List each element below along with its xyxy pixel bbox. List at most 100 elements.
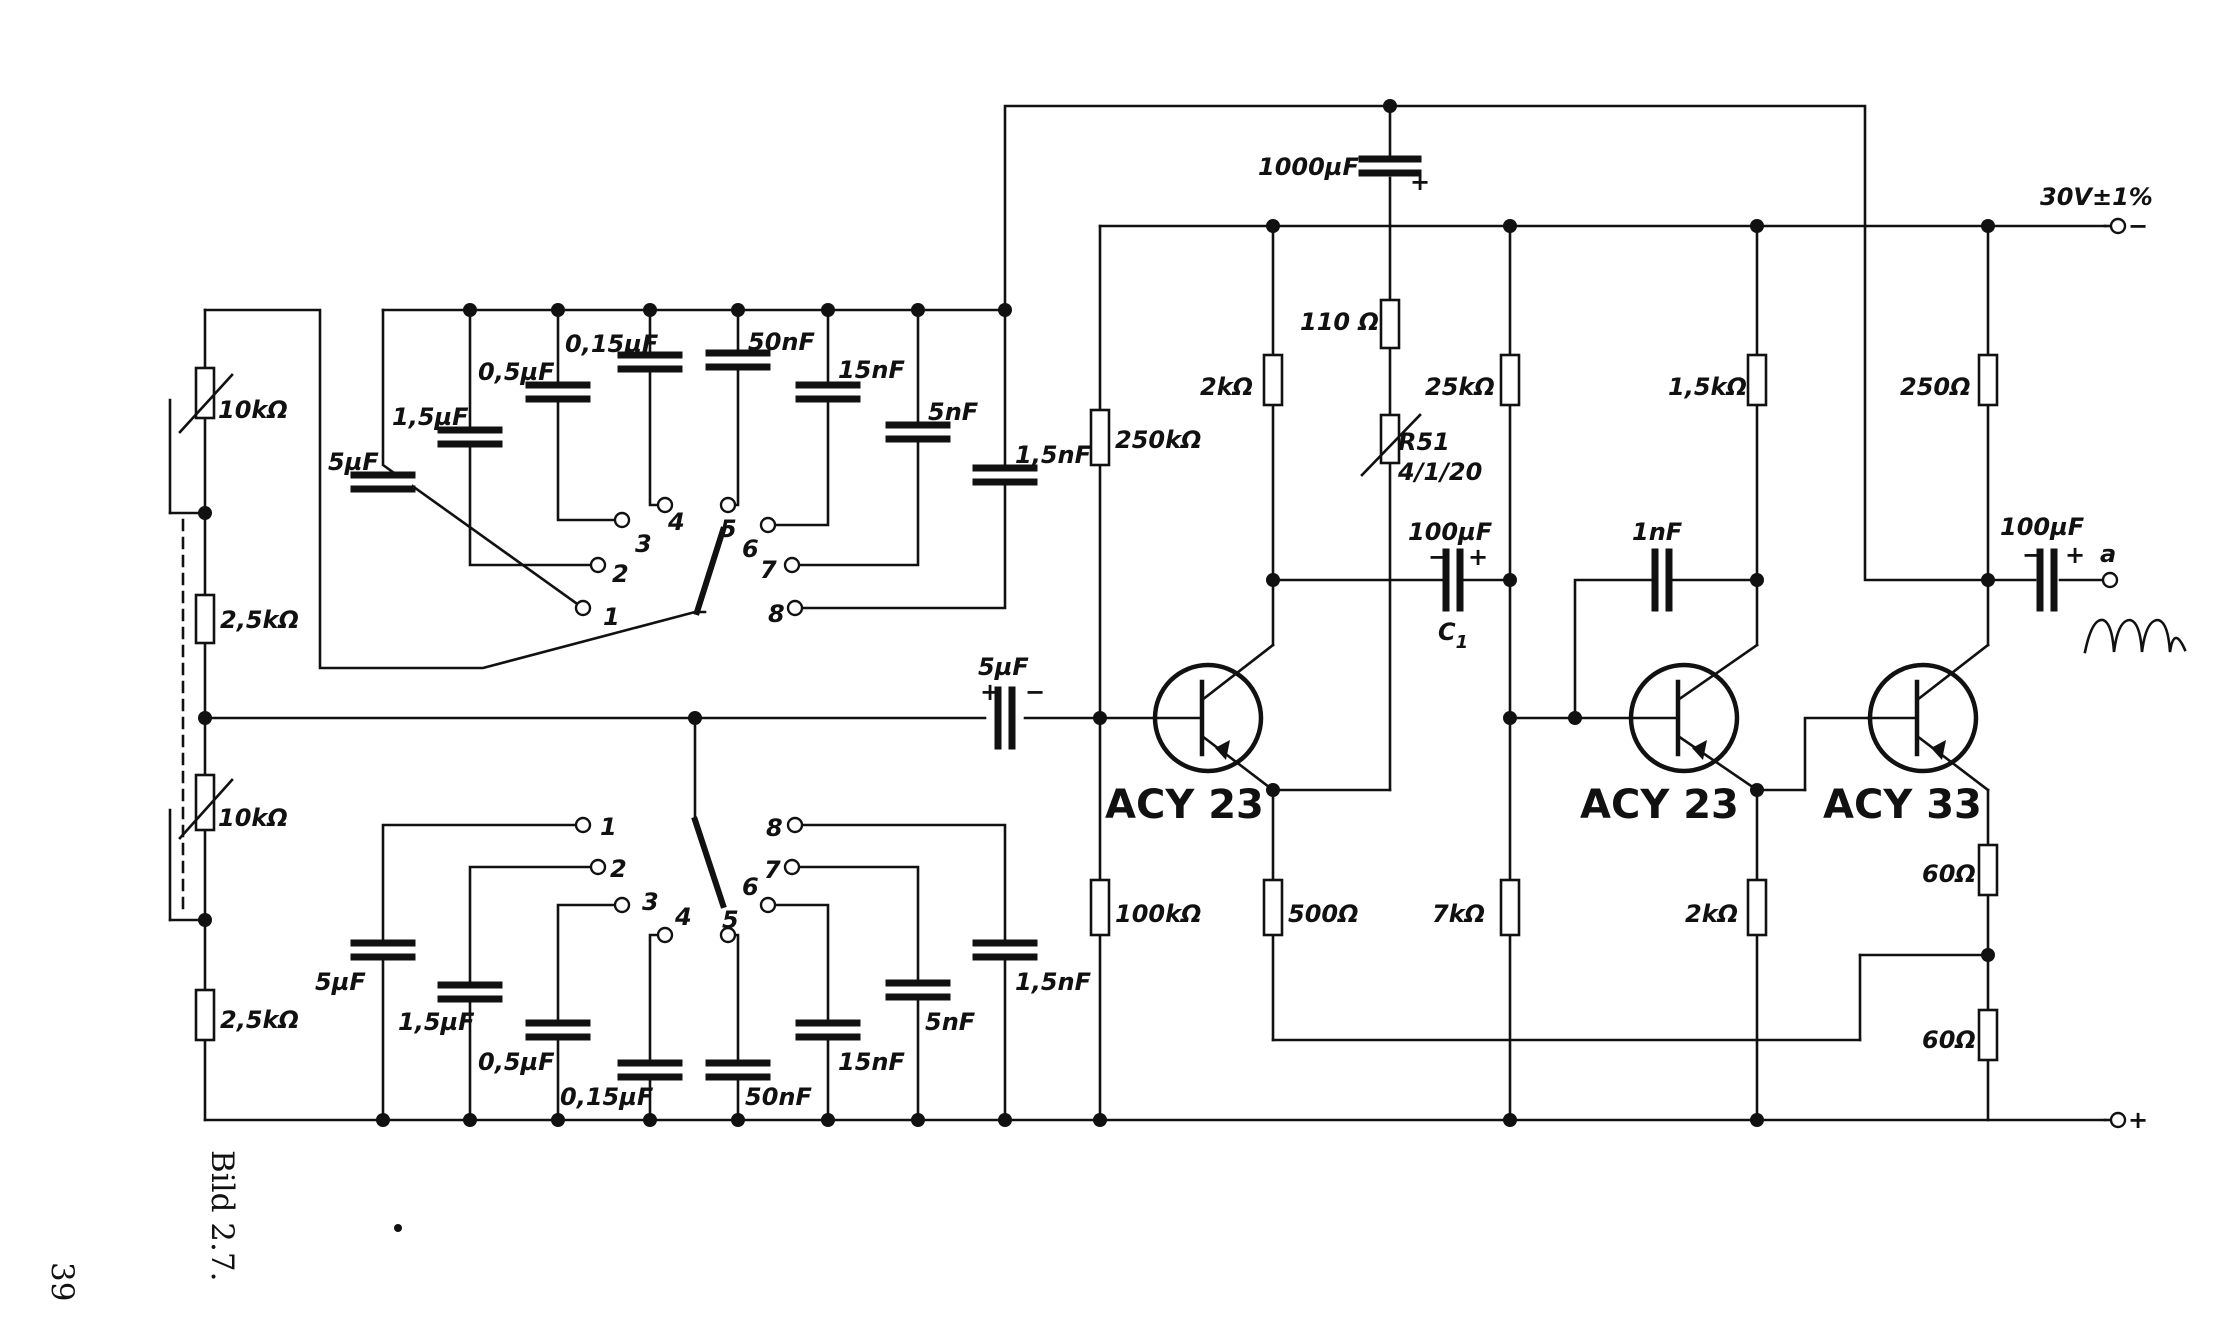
r-top-fixed-label: 2,5kΩ bbox=[220, 606, 299, 634]
sw-bot-2: 2 bbox=[610, 855, 627, 883]
transistor-1-label: ACY 23 bbox=[1105, 782, 1264, 828]
c1000-plus: + bbox=[1410, 168, 1430, 196]
r-bot-fixed-label: 2,5kΩ bbox=[220, 1006, 299, 1034]
pot-top-label: 10kΩ bbox=[218, 396, 288, 424]
junction-dot bbox=[643, 303, 657, 317]
bottom-bank-cap-4 bbox=[617, 1059, 683, 1081]
sw-bot-8: 8 bbox=[766, 814, 783, 842]
junction-dot bbox=[551, 303, 565, 317]
junction-dot bbox=[551, 1113, 565, 1127]
sw-bot-1: 1 bbox=[600, 813, 617, 841]
sw-top-4: 4 bbox=[667, 508, 685, 536]
r7k-label: 7kΩ bbox=[1432, 900, 1485, 928]
junction-dot bbox=[998, 1113, 1012, 1127]
junction-dot bbox=[1266, 219, 1280, 233]
top-cap-4-label: 0,15µF bbox=[565, 330, 659, 358]
junction-dots bbox=[198, 99, 1995, 1127]
bottom-bank-cap-8 bbox=[972, 939, 1038, 961]
bottom-capacitor-bank bbox=[381, 823, 1007, 1122]
r25k-label: 25kΩ bbox=[1425, 373, 1495, 401]
sw-top-2: 2 bbox=[612, 560, 629, 588]
junction-dot bbox=[911, 303, 925, 317]
bot-cap-1-label: 5µF bbox=[315, 968, 366, 996]
c100a-label: 100µF bbox=[1408, 518, 1493, 546]
bot-cap-6-label: 15nF bbox=[838, 1048, 905, 1076]
wiring bbox=[168, 104, 2115, 1122]
junction-dot bbox=[1093, 711, 1107, 725]
c100b-minus: − bbox=[2022, 541, 2042, 569]
transistor-2-label: ACY 23 bbox=[1580, 782, 1739, 828]
top-cap-5-label: 50nF bbox=[748, 328, 815, 356]
output-label: a bbox=[2100, 540, 2116, 568]
sw-bot-4: 4 bbox=[674, 903, 692, 931]
top-bank-cap-6 bbox=[795, 381, 861, 403]
top-cap-8-label: 1,5nF bbox=[1015, 441, 1092, 469]
output-terminal bbox=[2101, 571, 2119, 589]
top-cap-2-label: 1,5µF bbox=[392, 403, 469, 431]
pot-bottom-label: 10kΩ bbox=[218, 804, 288, 832]
coup-minus: − bbox=[1025, 678, 1045, 706]
junction-dot bbox=[1750, 573, 1764, 587]
r2k-a-label: 2kΩ bbox=[1200, 373, 1253, 401]
junction-dot bbox=[1266, 573, 1280, 587]
c5-coupling-label: 5µF bbox=[978, 653, 1029, 681]
square-wave-symbol bbox=[2083, 618, 2187, 654]
junction-dot bbox=[1981, 219, 1995, 233]
top-bank-cap-7 bbox=[885, 421, 951, 443]
bottom-bank-cap-3 bbox=[525, 1019, 591, 1041]
transistor-3 bbox=[1866, 643, 1990, 792]
top-bank-cap-4 bbox=[617, 351, 683, 373]
sw-bot-3: 3 bbox=[642, 888, 659, 916]
c100a-plus: + bbox=[1468, 543, 1488, 571]
c100b-capacitor bbox=[2036, 548, 2058, 612]
junction-dot bbox=[198, 711, 212, 725]
c1n-capacitor bbox=[1651, 548, 1673, 612]
transistor-2 bbox=[1628, 643, 1759, 792]
supply-plus-terminal bbox=[2109, 1111, 2127, 1129]
bottom-bank-cap-7 bbox=[885, 979, 951, 1001]
junction-dot bbox=[643, 1113, 657, 1127]
junction-dot bbox=[688, 711, 702, 725]
junction-dot bbox=[1266, 783, 1280, 797]
bottom-bank-cap-1 bbox=[350, 939, 416, 961]
bottom-bank-cap-2 bbox=[437, 981, 503, 1003]
junction-dot bbox=[998, 303, 1012, 317]
bot-cap-4-label: 0,15µF bbox=[560, 1083, 654, 1111]
top-bank-cap-3 bbox=[525, 381, 591, 403]
c5-coupling-capacitor bbox=[994, 686, 1016, 750]
c1-capacitor bbox=[1442, 548, 1464, 612]
c1-label: C1 bbox=[1438, 618, 1468, 653]
supply-label: 30V±1% bbox=[2040, 183, 2153, 211]
junction-dot bbox=[1750, 1113, 1764, 1127]
bot-cap-3-label: 0,5µF bbox=[478, 1048, 555, 1076]
r250k-label: 250kΩ bbox=[1115, 426, 1201, 454]
junction-dot bbox=[1568, 711, 1582, 725]
junction-dot bbox=[1383, 99, 1397, 113]
junction-dot bbox=[1503, 573, 1517, 587]
top-cap-7-label: 5nF bbox=[928, 398, 979, 426]
sw-top-7: 7 bbox=[760, 556, 777, 584]
page-number: 39 bbox=[44, 1262, 80, 1301]
r60b-label: 60Ω bbox=[1922, 1026, 1976, 1054]
junction-dot bbox=[463, 303, 477, 317]
top-capacitor-bank bbox=[381, 308, 1007, 610]
junction-dot bbox=[1750, 219, 1764, 233]
supply-minus-sign: − bbox=[2128, 212, 2148, 240]
junction-dot bbox=[911, 1113, 925, 1127]
junction-dot bbox=[376, 1113, 390, 1127]
c100b-plus: + bbox=[2065, 541, 2085, 569]
c1000-label: 1000µF bbox=[1258, 153, 1359, 181]
junction-dot bbox=[731, 303, 745, 317]
r60a-label: 60Ω bbox=[1922, 860, 1976, 888]
c1000-capacitor bbox=[1358, 155, 1422, 177]
r250-label: 250Ω bbox=[1900, 373, 1971, 401]
r500-label: 500Ω bbox=[1288, 900, 1359, 928]
junction-dot bbox=[1981, 948, 1995, 962]
supply-minus-terminal bbox=[2109, 217, 2127, 235]
top-cap-6-label: 15nF bbox=[838, 356, 905, 384]
bot-cap-2-label: 1,5µF bbox=[398, 1008, 475, 1036]
bot-cap-5-label: 50nF bbox=[745, 1083, 812, 1111]
top-bank-cap-5 bbox=[705, 349, 771, 371]
figure-caption: Bild 2.7. bbox=[204, 1150, 240, 1281]
